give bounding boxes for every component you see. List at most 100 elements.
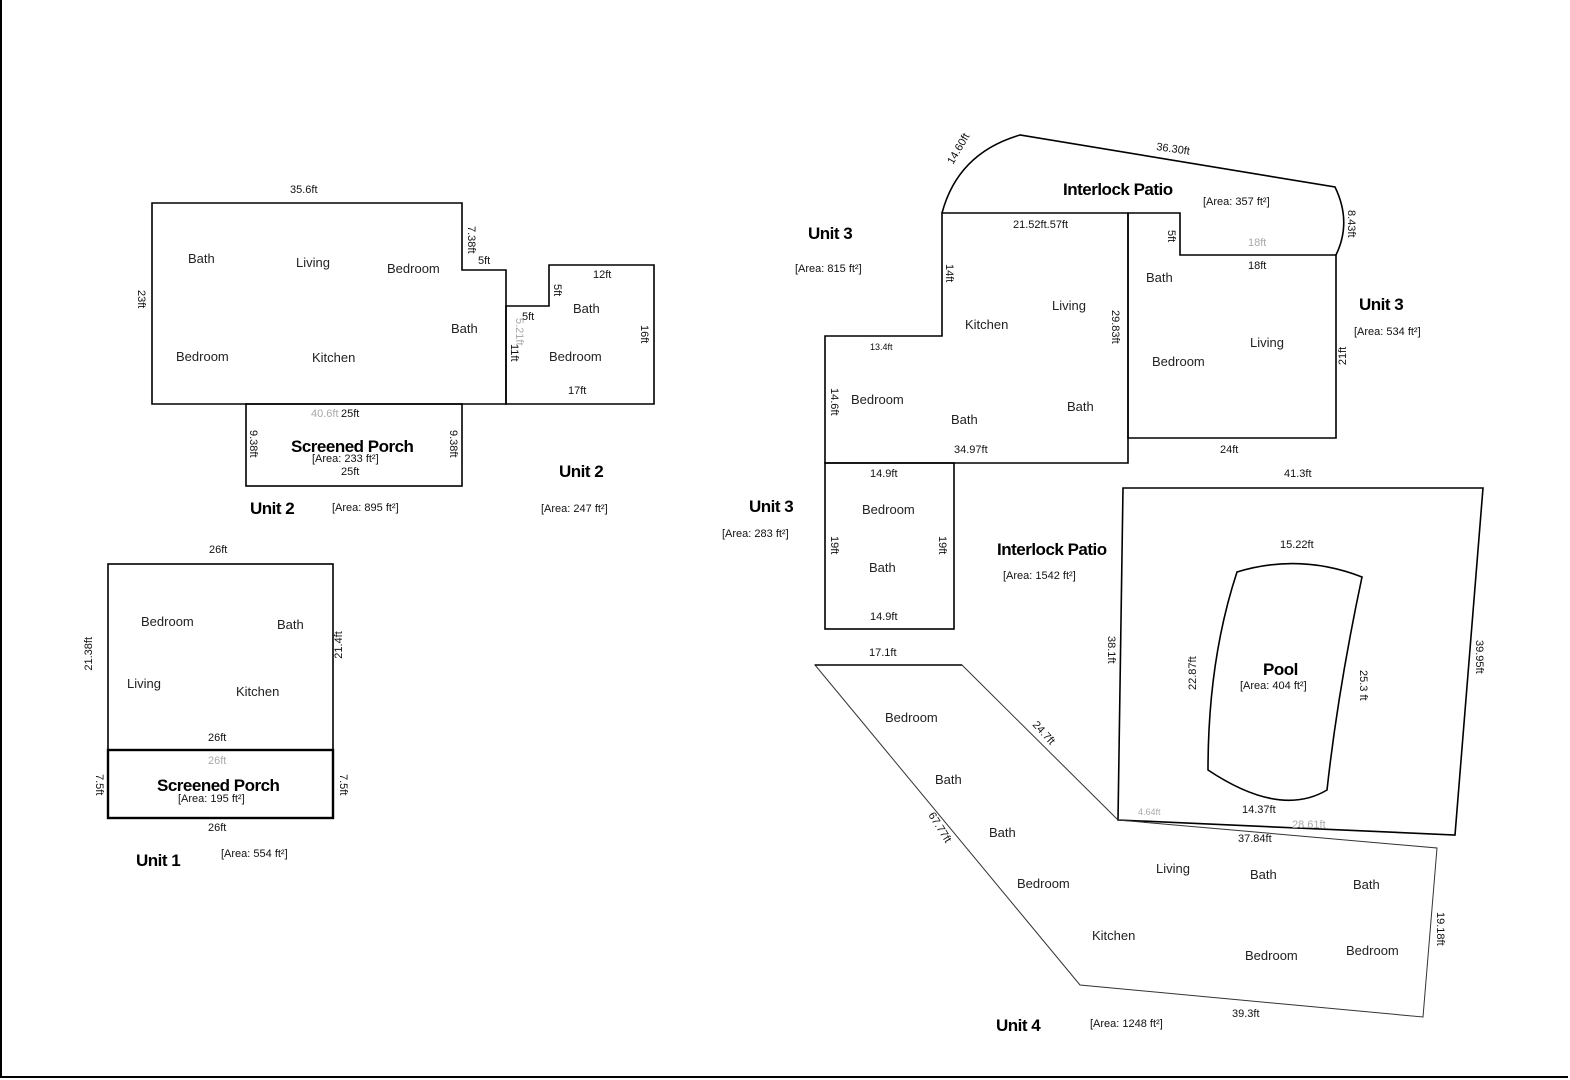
dimension-label: 14.37ft [1242,804,1276,816]
dimension-label: 5ft [522,311,534,323]
unit3-bottom-outline [824,462,955,630]
dimension-label: 41.3ft [1284,468,1312,480]
unit2-small-outline [505,264,655,405]
unit-area: [Area: 534 ft²] [1354,326,1421,338]
dimension-label: 24ft [1220,444,1238,456]
room-label: Living [1156,861,1190,876]
room-label: Bath [1353,877,1380,892]
dimension-label: 21ft [1337,347,1349,365]
dimension-label: 7.38ft [465,226,477,254]
dimension-label: 14ft [943,264,955,282]
patio-top-outline [941,134,1345,256]
pool-area: [Area: 404 ft²] [1240,680,1307,692]
dimension-label: 5ft [478,255,490,267]
dimension-label: 21.52ft.57ft [1013,219,1068,231]
room-label: Kitchen [965,317,1008,332]
room-label: Living [1250,335,1284,350]
dimension-label: 18ft [1248,260,1266,272]
patio-name: Interlock Patio [997,540,1107,559]
room-label: Bedroom [176,349,229,364]
dimension-label: 7.5ft [337,774,349,795]
unit-name: Unit 2 [250,499,294,518]
unit-name: Unit 3 [1359,295,1403,314]
patio-name: Interlock Patio [1063,180,1173,199]
room-label: Bedroom [1245,948,1298,963]
unit-name: Unit 1 [136,851,180,870]
porch-area: [Area: 195 ft²] [178,793,245,805]
unit1-outline [107,563,334,751]
dimension-label: 40.6ft [311,408,339,420]
unit-area: [Area: 247 ft²] [541,503,608,515]
room-label: Bath [935,772,962,787]
room-label: Bedroom [851,392,904,407]
unit-name: Unit 3 [749,497,793,516]
room-label: Bath [1250,867,1277,882]
dimension-label: 4.64ft [1138,807,1161,817]
room-label: Bath [869,560,896,575]
dimension-label: 21.4ft [333,631,345,659]
dimension-label: 18ft [1248,237,1266,249]
dimension-label: 14.9ft [870,611,898,623]
room-label: Kitchen [1092,928,1135,943]
room-label: Bedroom [141,614,194,629]
room-label: Kitchen [312,350,355,365]
dimension-label: 37.84ft [1238,833,1272,845]
room-label: Bedroom [1346,943,1399,958]
room-label: Bedroom [387,261,440,276]
room-label: Living [127,676,161,691]
dimension-label: 23ft [135,290,147,308]
room-label: Bath [1146,270,1173,285]
porch2-outline [245,403,463,487]
room-label: Bath [573,301,600,316]
pool-name: Pool [1263,660,1298,679]
unit-name: Unit 3 [808,224,852,243]
dimension-label: 13.4ft [870,342,893,352]
porch-name: Screened Porch [291,437,414,456]
pool-outline [1207,562,1363,802]
dimension-label: 24.7ft [1030,719,1057,747]
dimension-label: 11ft [508,344,520,362]
dimension-label: 19ft [828,536,840,554]
porch-name: Screened Porch [157,776,280,795]
room-label: Kitchen [236,684,279,699]
dimension-label: 21.38ft [83,637,95,671]
dimension-label: 16ft [638,325,650,343]
dimension-label: 39.95ft [1473,640,1485,674]
dimension-label: 26ft [208,732,226,744]
room-label: Living [296,255,330,270]
unit-name: Unit 2 [559,462,603,481]
unit-area: [Area: 895 ft²] [332,502,399,514]
room-label: Bedroom [862,502,915,517]
dimension-label: 29.83ft [1109,310,1121,344]
patio-area: [Area: 357 ft²] [1203,196,1270,208]
dimension-label: 5.21ft [513,318,525,346]
dimension-label: 26ft [208,822,226,834]
dimension-label: 25ft [341,466,359,478]
dimension-label: 5ft [1165,230,1177,242]
unit2-main-outline [151,202,507,405]
dimension-label: 8.43ft [1345,210,1357,238]
dimension-label: 7.5ft [93,774,105,795]
unit-area: [Area: 815 ft²] [795,263,862,275]
dimension-label: 22.87ft [1187,656,1199,690]
dimension-label: 14.9ft [870,468,898,480]
room-label: Bath [951,412,978,427]
dimension-label: 17.1ft [869,647,897,659]
patio-big-outline [1117,487,1484,836]
dimension-label: 36.30ft [1156,141,1191,158]
room-label: Living [1052,298,1086,313]
dimension-label: 14.6ft [828,388,840,416]
dimension-label: 9.38ft [247,430,259,458]
dimension-label: 25.3 ft [1357,670,1369,701]
room-label: Bedroom [885,710,938,725]
unit3-right-outline [1127,212,1337,439]
dimension-label: 9.38ft [447,430,459,458]
dimension-label: 14.60ft [945,131,972,166]
room-label: Bath [188,251,215,266]
dimension-label: 19ft [936,536,948,554]
room-label: Bath [989,825,1016,840]
porch1-outline [106,748,335,820]
room-label: Bedroom [1152,354,1205,369]
